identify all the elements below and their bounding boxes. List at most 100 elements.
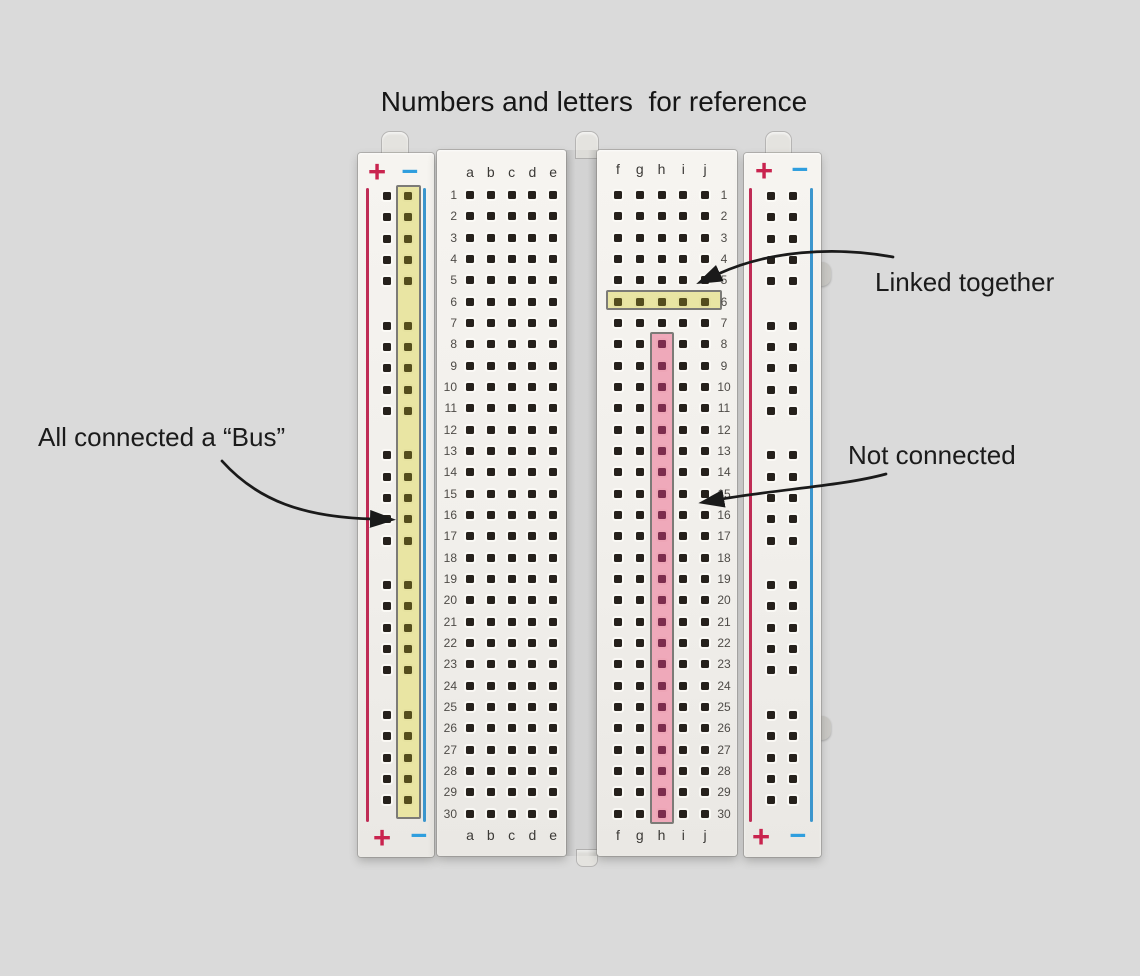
breadboard-hole <box>486 617 495 626</box>
row-number: 20 <box>443 593 457 608</box>
breadboard-hole <box>466 553 474 562</box>
breadboard-hole <box>679 191 688 199</box>
column-letter: d <box>528 164 537 180</box>
breadboard-hole <box>635 255 644 263</box>
breadboard-hole <box>614 702 622 711</box>
breadboard-hole <box>614 617 622 626</box>
breadboard-hole <box>466 404 474 413</box>
breadboard-hole <box>701 638 709 647</box>
rail-hole <box>404 732 412 741</box>
breadboard-hole <box>657 638 666 647</box>
row-number: 16 <box>443 508 457 522</box>
breadboard-hole <box>657 553 666 562</box>
breadboard-hole <box>701 255 709 263</box>
breadboard-hole <box>701 766 709 775</box>
breadboard-hole <box>635 596 644 605</box>
breadboard-hole <box>528 574 537 583</box>
row-number: 11 <box>444 401 457 416</box>
breadboard-hole <box>528 532 537 541</box>
rail-hole <box>404 666 412 675</box>
breadboard-hole <box>507 745 516 754</box>
rail-hole <box>383 796 391 805</box>
breadboard-hole <box>549 489 558 498</box>
breadboard-hole <box>466 340 474 349</box>
positive-rail-symbol: + <box>367 153 387 189</box>
breadboard-hole <box>466 297 474 306</box>
positive-rail-symbol: + <box>751 818 771 854</box>
breadboard-hole <box>486 638 495 647</box>
rail-hole <box>767 623 775 632</box>
breadboard-hole <box>528 766 537 775</box>
breadboard-hole <box>528 788 537 797</box>
breadboard-hole <box>466 468 474 477</box>
breadboard-hole <box>657 788 666 797</box>
breadboard-hole <box>528 447 537 455</box>
breadboard-hole <box>657 361 666 370</box>
breadboard-hole <box>466 681 474 690</box>
column-letter: a <box>466 164 474 180</box>
breadboard-hole <box>635 809 644 818</box>
breadboard-hole <box>635 383 644 391</box>
breadboard-hole <box>507 319 516 327</box>
row-number: 20 <box>717 593 731 608</box>
rail-hole <box>789 581 797 590</box>
breadboard-hole <box>635 361 644 370</box>
row-number: 25 <box>443 699 457 714</box>
column-letter: h <box>657 827 666 843</box>
row-number: 3 <box>720 230 728 245</box>
rail-hole <box>404 494 412 503</box>
breadboard-hole <box>614 255 622 263</box>
breadboard-hole <box>635 532 644 541</box>
breadboard-hole <box>528 255 537 263</box>
breadboard-hole <box>549 425 558 434</box>
rail-hole <box>404 581 412 590</box>
row-number: 11 <box>717 401 731 416</box>
breadboard-hole <box>466 447 474 455</box>
rail-hole <box>383 732 391 741</box>
breadboard-hole <box>657 383 666 391</box>
breadboard-hole <box>466 766 474 775</box>
row-number: 6 <box>720 294 728 309</box>
breadboard-hole <box>635 702 644 711</box>
rail-hole <box>383 753 391 762</box>
breadboard-hole <box>507 596 516 605</box>
row-number: 9 <box>450 358 457 373</box>
row-number: 17 <box>717 529 731 544</box>
breadboard-hole <box>701 276 709 285</box>
breadboard-hole <box>549 660 558 669</box>
row-number: 15 <box>717 486 731 501</box>
rail-hole <box>404 321 412 330</box>
rail-hole <box>767 364 775 373</box>
breadboard-hole <box>486 447 495 455</box>
rail-hole <box>404 645 412 654</box>
breadboard-hole <box>528 340 537 349</box>
row-number: 19 <box>717 571 731 586</box>
rail-hole <box>404 192 412 200</box>
breadboard-hole <box>635 489 644 498</box>
breadboard-hole <box>635 404 644 413</box>
breadboard-hole <box>679 340 688 349</box>
breadboard-hole <box>528 660 537 669</box>
breadboard-hole <box>528 702 537 711</box>
breadboard-hole <box>466 788 474 797</box>
breadboard-hole <box>635 319 644 327</box>
rail-hole <box>789 515 797 524</box>
row-number: 10 <box>717 380 731 394</box>
rail-hole <box>789 774 797 783</box>
breadboard-hole <box>679 532 688 541</box>
breadboard-hole <box>614 553 622 562</box>
board-side-nub <box>818 716 831 740</box>
row-number: 7 <box>720 316 728 330</box>
rail-hole <box>789 710 797 719</box>
breadboard-hole <box>549 532 558 541</box>
breadboard-hole <box>679 724 688 733</box>
breadboard-hole <box>528 745 537 754</box>
rail-hole <box>789 256 797 264</box>
rail-hole <box>789 645 797 654</box>
breadboard-hole <box>507 489 516 498</box>
row-number: 1 <box>450 188 457 202</box>
linked-label: Linked together <box>875 267 1055 297</box>
breadboard-hole <box>528 553 537 562</box>
row-number: 30 <box>443 806 457 821</box>
breadboard-hole <box>614 233 622 242</box>
